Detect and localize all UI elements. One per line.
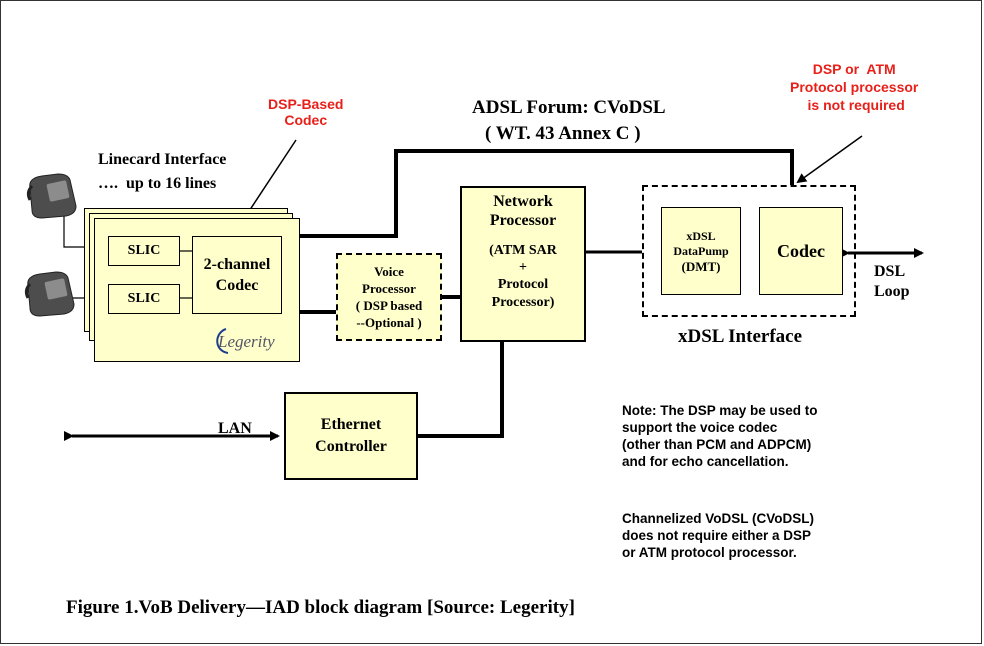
telephone-icon xyxy=(22,268,80,318)
slic-codec-links xyxy=(180,248,192,304)
forum-title: ADSL Forum: CVoDSL xyxy=(472,97,666,119)
slic-bottom: SLIC xyxy=(108,284,180,314)
xdsl-interface-label: xDSL Interface xyxy=(678,326,802,348)
forum-annex: ( WT. 43 Annex C ) xyxy=(485,123,641,145)
np-to-ethernet-line xyxy=(418,342,502,436)
slic-top: SLIC xyxy=(108,236,180,266)
lan-label: LAN xyxy=(218,420,252,438)
figure-caption: Figure 1.VoB Delivery—IAD block diagram … xyxy=(66,597,575,619)
legerity-swoosh-icon xyxy=(212,327,230,355)
telephone-icon xyxy=(24,170,82,220)
linecard-label: Linecard Interface…. up to 16 lines xyxy=(98,148,226,196)
note-paragraph-2: Channelized VoDSL (CVoDSL)does not requi… xyxy=(622,510,814,561)
dsp-atm-callout xyxy=(798,136,862,182)
xdsl-codec: Codec xyxy=(759,207,843,295)
